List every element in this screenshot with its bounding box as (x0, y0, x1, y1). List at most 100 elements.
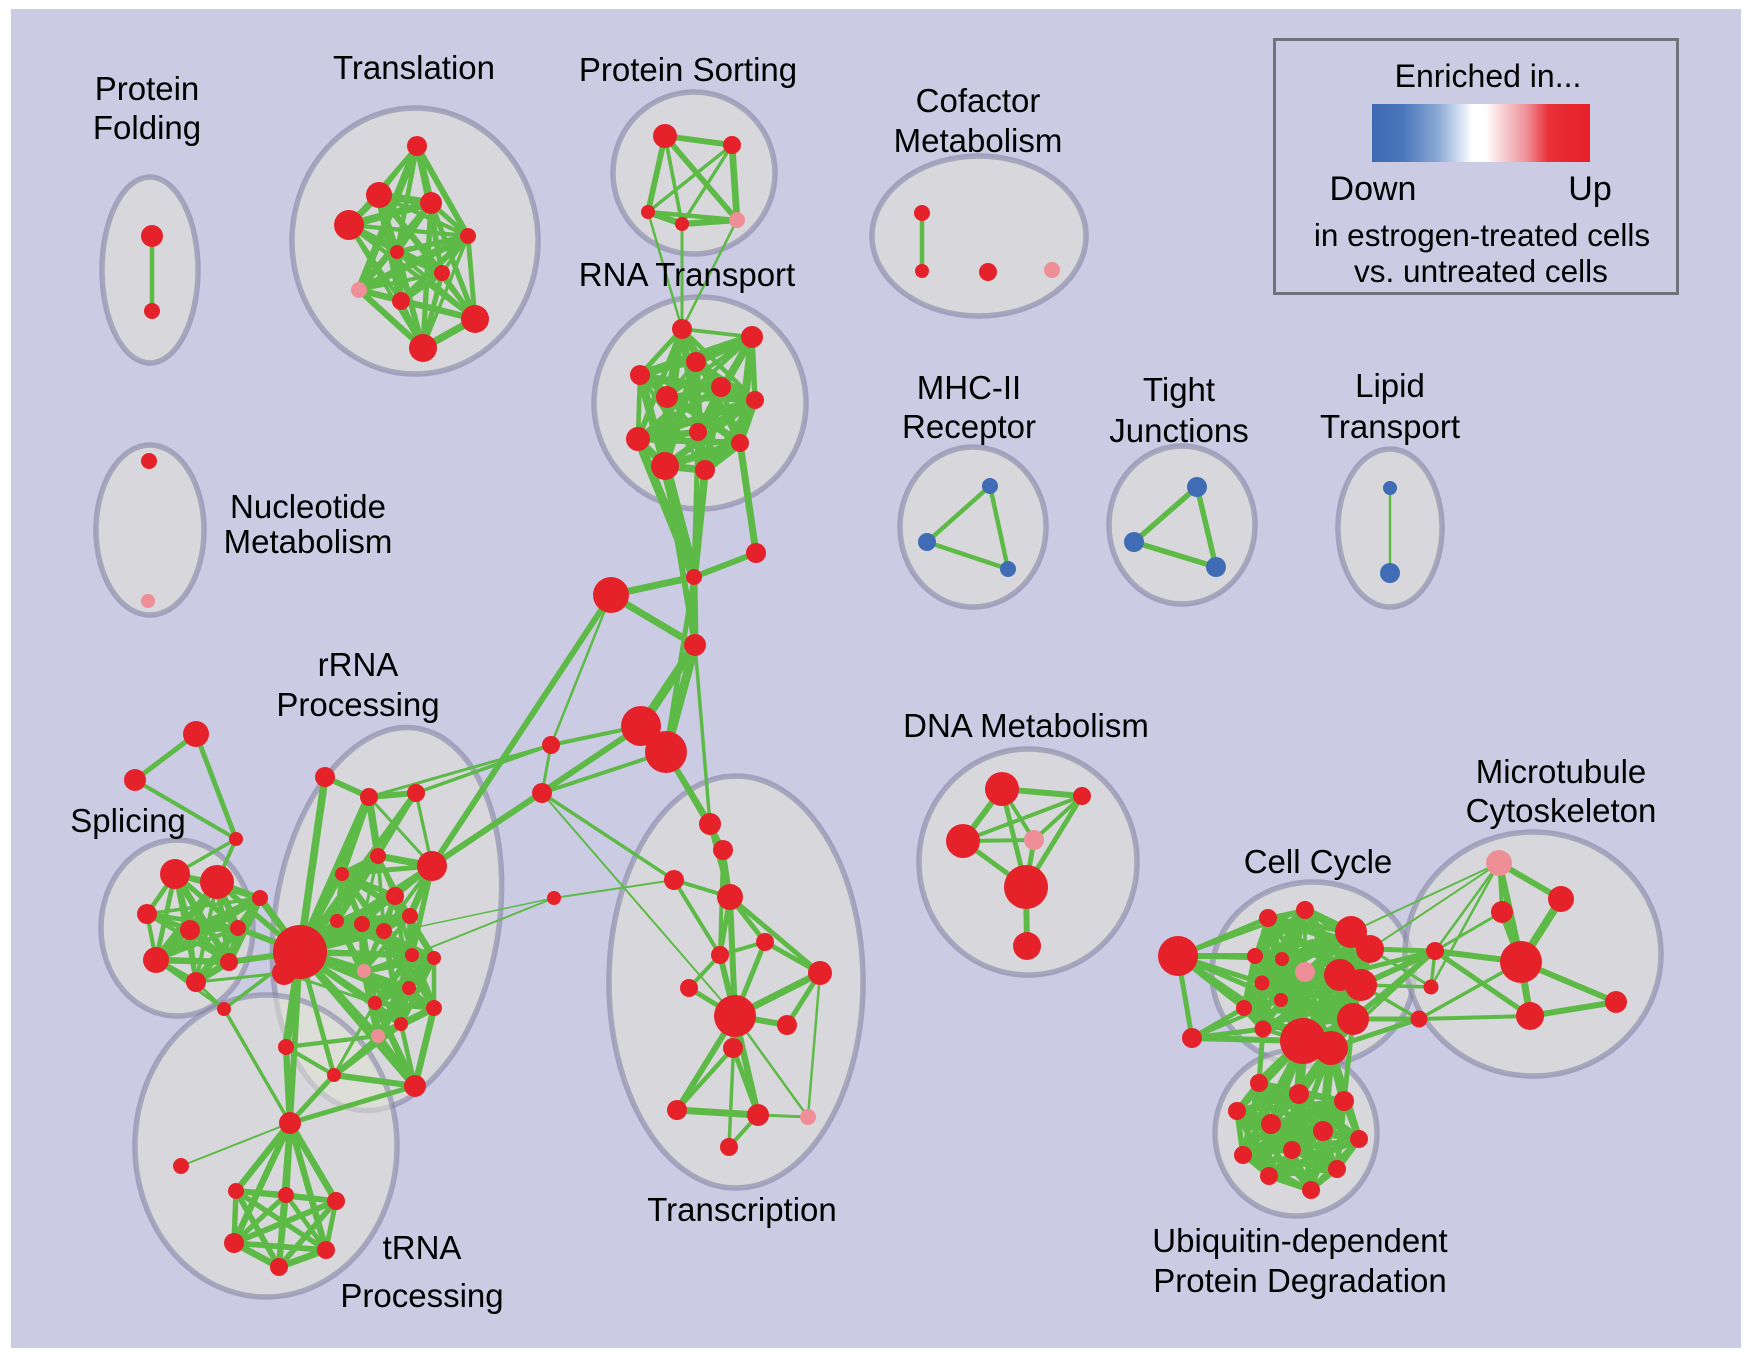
gene-set-node-red[interactable] (180, 920, 200, 940)
gene-set-node-red[interactable] (1275, 952, 1289, 966)
gene-set-node-red[interactable] (684, 634, 706, 656)
gene-set-node-red[interactable] (746, 543, 766, 563)
gene-set-node-pink[interactable] (800, 1109, 816, 1125)
gene-set-node-red[interactable] (220, 953, 238, 971)
gene-set-node-red[interactable] (1182, 1028, 1202, 1048)
gene-set-node-red[interactable] (420, 192, 442, 214)
gene-set-node-red[interactable] (641, 205, 655, 219)
gene-set-node-blue[interactable] (1383, 481, 1397, 495)
gene-set-node-red[interactable] (402, 981, 416, 995)
gene-set-node-red[interactable] (808, 961, 832, 985)
gene-set-node-red[interactable] (407, 136, 427, 156)
gene-set-node-red[interactable] (680, 979, 698, 997)
gene-set-node-red[interactable] (664, 870, 684, 890)
gene-set-node-red[interactable] (173, 1158, 189, 1174)
gene-set-node-red[interactable] (315, 767, 335, 787)
gene-set-node-blue[interactable] (982, 478, 998, 494)
gene-set-node-red[interactable] (334, 210, 364, 240)
gene-set-node-blue[interactable] (1000, 561, 1016, 577)
gene-set-node-red[interactable] (1548, 886, 1574, 912)
gene-set-node-red[interactable] (360, 788, 378, 806)
gene-set-node-red[interactable] (723, 1038, 743, 1058)
gene-set-node-red[interactable] (626, 427, 650, 451)
gene-set-node-red[interactable] (270, 1258, 288, 1276)
gene-set-node-red[interactable] (405, 948, 419, 962)
gene-set-node-red[interactable] (1426, 942, 1444, 960)
gene-set-node-red[interactable] (695, 460, 715, 480)
gene-set-node-red[interactable] (542, 736, 560, 754)
gene-set-node-red[interactable] (141, 453, 157, 469)
gene-set-node-red[interactable] (711, 946, 729, 964)
gene-set-node-red[interactable] (137, 904, 157, 924)
gene-set-node-red[interactable] (1302, 1181, 1320, 1199)
gene-set-node-red[interactable] (711, 377, 731, 397)
gene-set-node-red[interactable] (756, 933, 774, 951)
gene-set-node-red[interactable] (675, 217, 689, 231)
gene-set-node-red[interactable] (985, 772, 1019, 806)
gene-set-node-red[interactable] (1516, 1002, 1544, 1030)
gene-set-node-red[interactable] (1247, 948, 1263, 964)
gene-set-node-red[interactable] (1337, 1003, 1369, 1035)
gene-set-node-red[interactable] (1254, 1020, 1272, 1038)
gene-set-node-pink[interactable] (357, 964, 371, 978)
gene-set-node-red[interactable] (144, 303, 160, 319)
gene-set-node-red[interactable] (1335, 916, 1367, 948)
gene-set-node-red[interactable] (667, 1100, 687, 1120)
gene-set-node-red[interactable] (141, 225, 163, 247)
gene-set-node-red[interactable] (1073, 787, 1091, 805)
gene-set-node-red[interactable] (386, 887, 404, 905)
gene-set-node-red[interactable] (645, 731, 687, 773)
gene-set-node-red[interactable] (124, 769, 146, 791)
gene-set-node-red[interactable] (651, 452, 679, 480)
gene-set-node-red[interactable] (713, 840, 733, 860)
gene-set-node-blue[interactable] (1124, 532, 1144, 552)
gene-set-node-red[interactable] (200, 865, 234, 899)
gene-set-node-red[interactable] (1234, 1146, 1252, 1164)
gene-set-node-red[interactable] (426, 1000, 442, 1016)
gene-set-node-red[interactable] (370, 848, 386, 864)
gene-set-node-red[interactable] (1314, 1031, 1348, 1065)
gene-set-node-red[interactable] (672, 319, 692, 339)
gene-set-node-red[interactable] (653, 124, 677, 148)
gene-set-node-red[interactable] (279, 1112, 301, 1134)
gene-set-node-red[interactable] (946, 824, 980, 858)
gene-set-node-red[interactable] (621, 706, 661, 746)
gene-set-node-red[interactable] (143, 947, 169, 973)
gene-set-node-red[interactable] (327, 1068, 341, 1082)
gene-set-node-blue[interactable] (1206, 557, 1226, 577)
gene-set-node-red[interactable] (720, 1138, 738, 1156)
gene-set-node-red[interactable] (1013, 932, 1041, 960)
gene-set-node-red[interactable] (1296, 901, 1314, 919)
gene-set-node-red[interactable] (1605, 991, 1627, 1013)
gene-set-node-red[interactable] (272, 961, 296, 985)
gene-set-node-red[interactable] (1254, 975, 1270, 991)
gene-set-node-red[interactable] (224, 1233, 244, 1253)
gene-set-node-red[interactable] (230, 920, 246, 936)
gene-set-node-red[interactable] (1356, 935, 1384, 963)
gene-set-node-red[interactable] (1350, 1130, 1368, 1148)
gene-set-node-red[interactable] (427, 951, 441, 965)
gene-set-node-red[interactable] (914, 205, 930, 221)
gene-set-node-red[interactable] (330, 914, 344, 928)
gene-set-node-red[interactable] (368, 996, 382, 1010)
gene-set-node-red[interactable] (1228, 1102, 1246, 1120)
gene-set-node-red[interactable] (979, 263, 997, 281)
gene-set-node-red[interactable] (1280, 1018, 1326, 1064)
gene-set-node-red[interactable] (593, 577, 629, 613)
gene-set-node-red[interactable] (407, 784, 425, 802)
gene-set-node-red[interactable] (1260, 1167, 1278, 1185)
gene-set-node-red[interactable] (1289, 1084, 1309, 1104)
gene-set-node-red[interactable] (1236, 1000, 1252, 1016)
gene-set-node-red[interactable] (461, 305, 489, 333)
gene-set-node-red[interactable] (366, 182, 392, 208)
gene-set-node-red[interactable] (1283, 1141, 1301, 1159)
gene-set-node-red[interactable] (252, 890, 268, 906)
gene-set-node-red[interactable] (915, 264, 929, 278)
gene-set-node-red[interactable] (434, 265, 450, 281)
gene-set-node-red[interactable] (460, 228, 476, 244)
gene-set-node-red[interactable] (656, 386, 678, 408)
gene-set-node-blue[interactable] (918, 533, 936, 551)
gene-set-node-red[interactable] (1410, 1010, 1428, 1028)
gene-set-node-red[interactable] (686, 569, 702, 585)
gene-set-node-pink[interactable] (371, 1029, 385, 1043)
